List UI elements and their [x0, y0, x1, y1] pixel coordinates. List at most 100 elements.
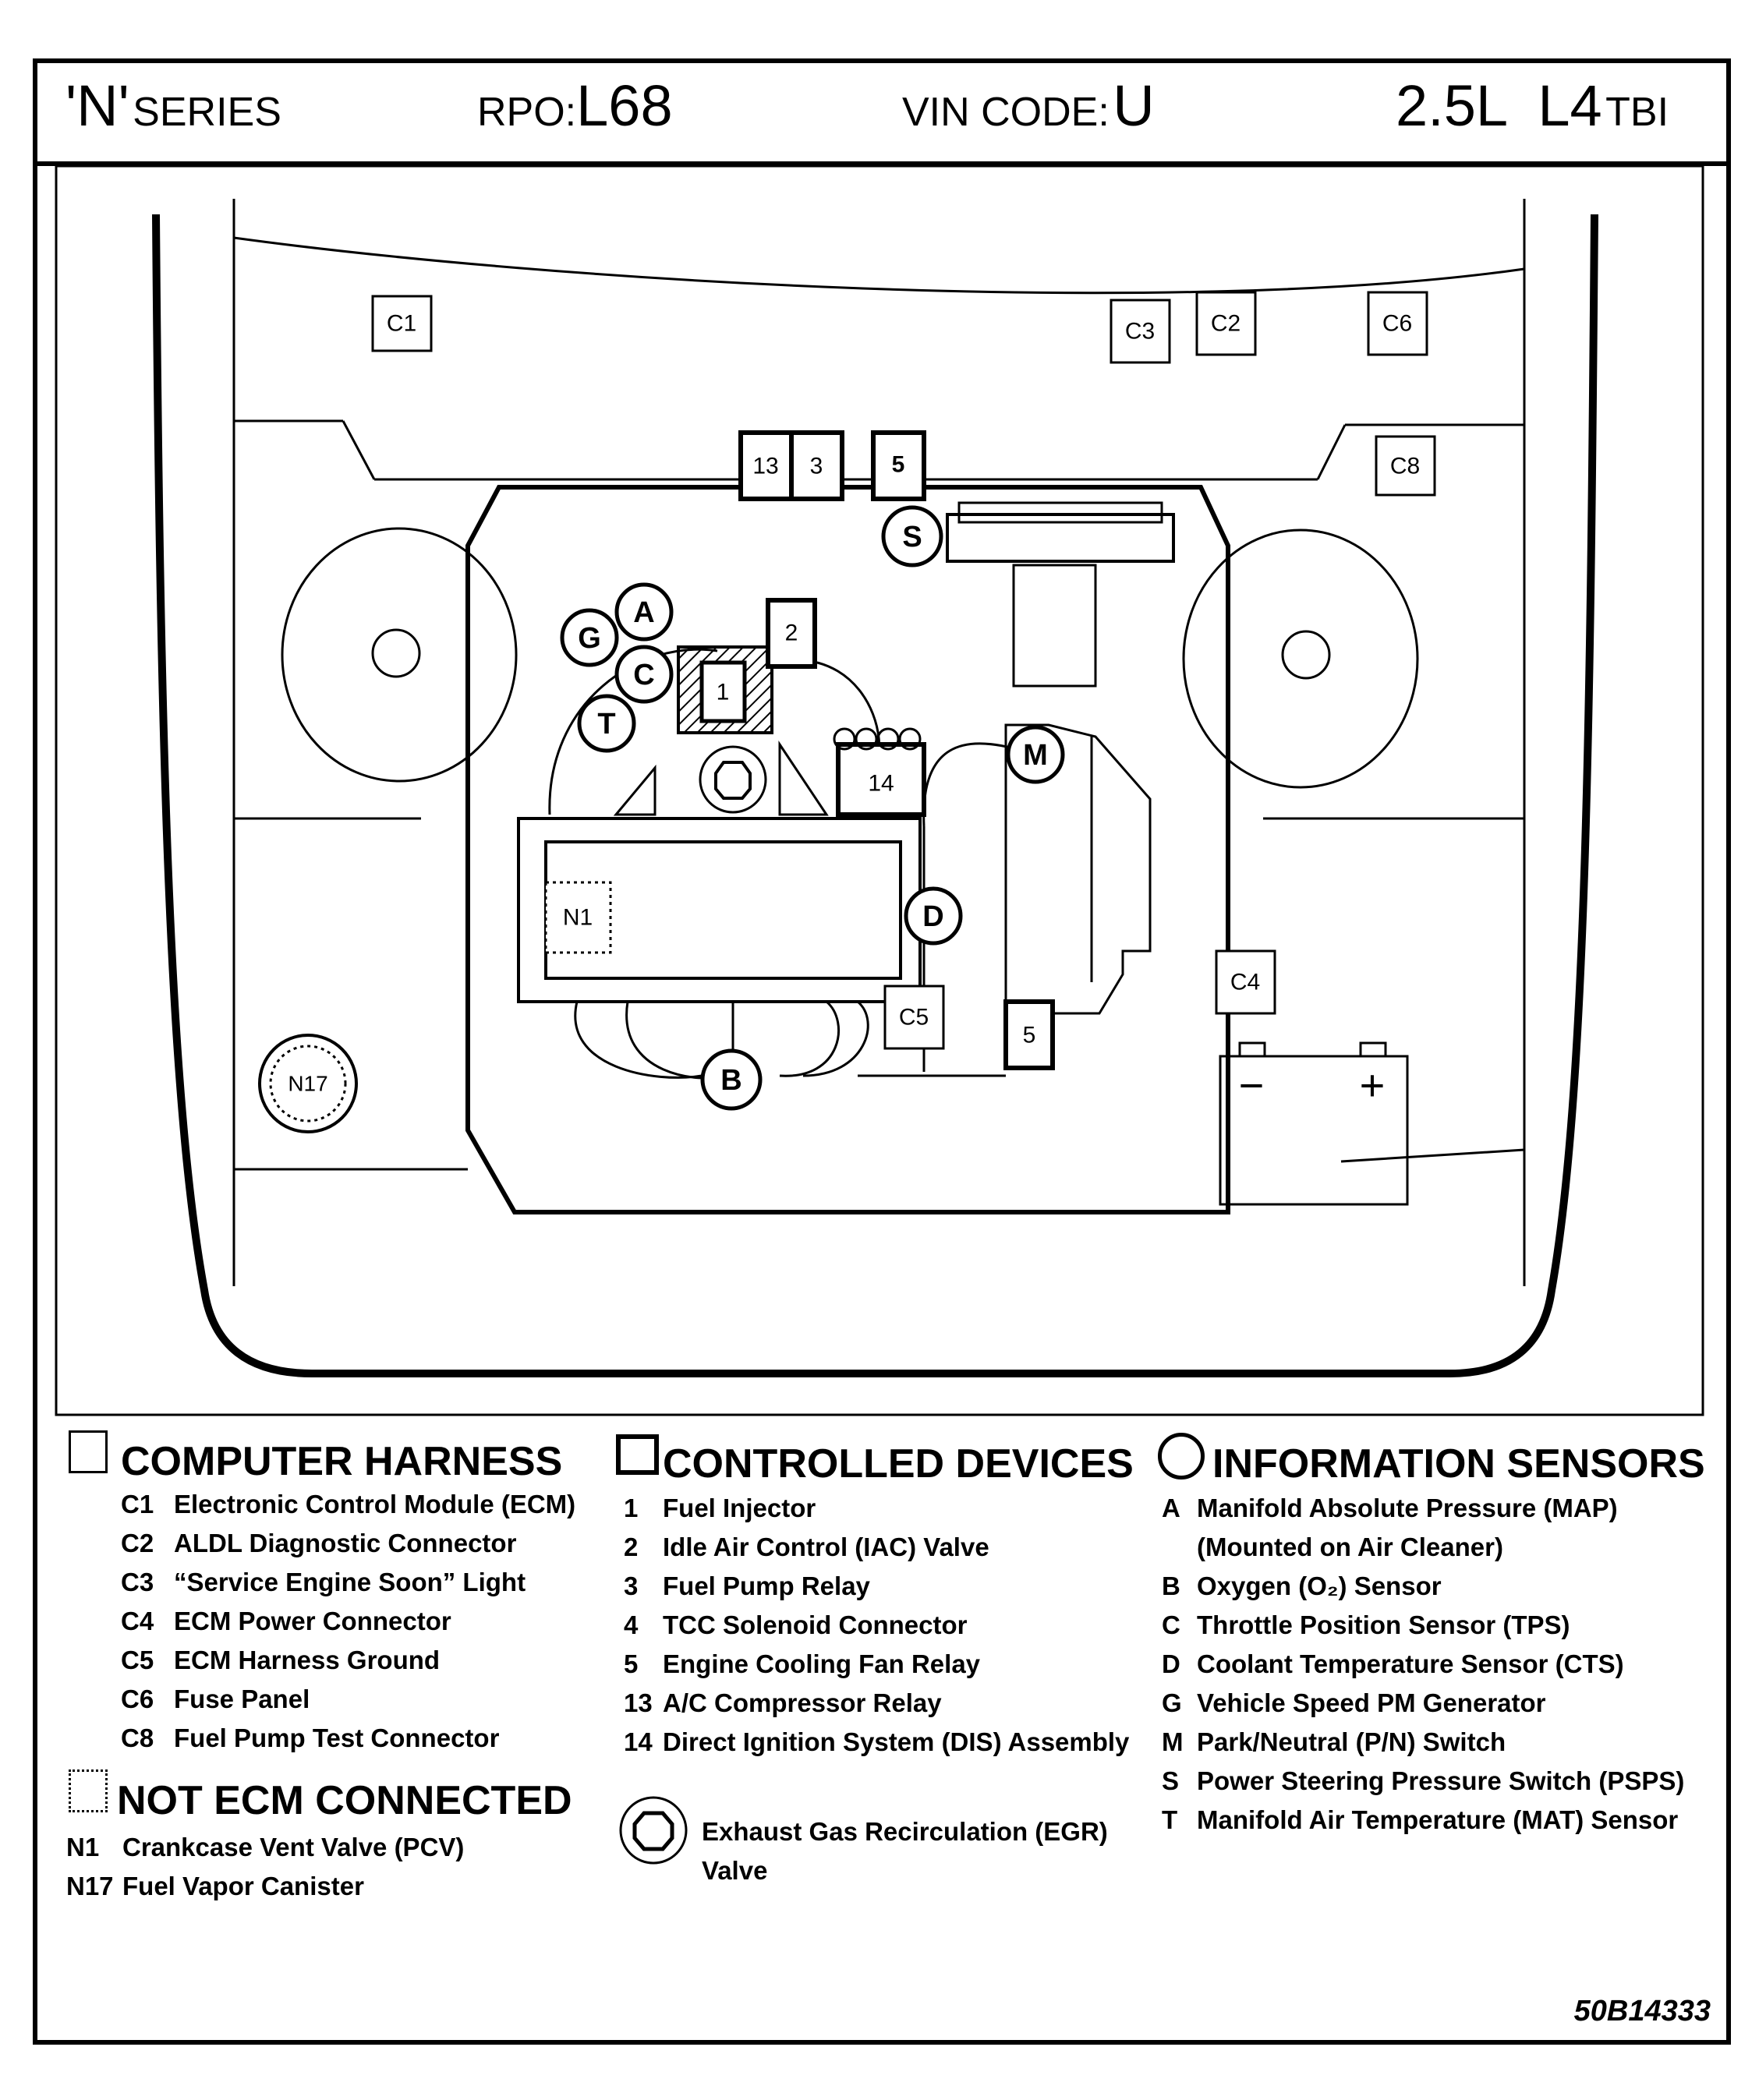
label-C6: C6	[1382, 311, 1412, 337]
rpo-code: RPO:L68	[477, 73, 673, 138]
label-C2: C2	[1211, 311, 1241, 337]
not-ecm-item-label: Fuel Vapor Canister	[122, 1872, 364, 1900]
information-sensors-item: T Manifold Air Temperature (MAT) Sensor	[1162, 1801, 1684, 1840]
information-sensors-item-label: Vehicle Speed PM Generator	[1197, 1688, 1546, 1717]
information-sensors-title: INFORMATION SENSORS	[1212, 1441, 1705, 1487]
label-C5: C5	[899, 1005, 929, 1031]
information-sensors-item-label: Park/Neutral (P/N) Switch	[1197, 1727, 1506, 1756]
page-frame	[33, 58, 1731, 2045]
marker-2	[766, 598, 817, 669]
reference-number: 50B14333	[1573, 1995, 1711, 2028]
engine-bay	[465, 485, 1230, 1214]
information-sensors-item-label: Throttle Position Sensor (TPS)	[1197, 1610, 1570, 1639]
label-A: A	[633, 596, 654, 629]
information-sensors-item-label: (Mounted on Air Cleaner)	[1197, 1533, 1503, 1561]
label-1: 1	[717, 680, 730, 705]
controlled-devices-item-label: Engine Cooling Fan Relay	[663, 1649, 981, 1678]
marker-M	[1006, 725, 1065, 784]
not-ecm-item-label: Crankcase Vent Valve (PCV)	[122, 1833, 465, 1861]
controlled-devices-item-code: 14	[624, 1727, 653, 1756]
information-sensors-item-label: Manifold Absolute Pressure (MAP)	[1197, 1494, 1618, 1522]
marker-C8	[1375, 435, 1436, 497]
wheel-left	[281, 527, 518, 783]
egr-symbol	[616, 1793, 691, 1868]
marker-3	[789, 430, 844, 501]
information-sensors-item-code: D	[1162, 1649, 1180, 1678]
computer-harness-item: C4 ECM Power Connector	[121, 1602, 575, 1641]
body-outline	[152, 214, 1598, 1377]
egr-line2: Valve	[702, 1856, 768, 1885]
marker-5a	[871, 430, 926, 501]
information-sensors-item-label: Power Steering Pressure Switch (PSPS)	[1197, 1766, 1685, 1795]
controlled-devices-item-label: Direct Ignition System (DIS) Assembly	[663, 1727, 1130, 1756]
battery	[1219, 1055, 1409, 1206]
information-sensors-item-code: B	[1162, 1571, 1180, 1600]
label-14: 14	[868, 771, 894, 797]
computer-harness-item: C1 Electronic Control Module (ECM)	[121, 1485, 575, 1524]
controlled-devices-item-code: 5	[624, 1649, 639, 1678]
battery-minus: −	[1239, 1061, 1265, 1110]
header-bar: 'N' SERIES RPO:L68 VIN CODE: U 2.5L L4 T…	[33, 58, 1731, 166]
computer-harness-item-code: C5	[121, 1646, 154, 1674]
label-D: D	[922, 900, 943, 933]
computer-harness-item-label: “Service Engine Soon” Light	[174, 1568, 526, 1596]
controlled-devices-item-code: 2	[624, 1533, 639, 1561]
controlled-devices-item-label: Idle Air Control (IAC) Valve	[663, 1533, 989, 1561]
information-sensors-item-code: G	[1162, 1688, 1182, 1717]
computer-harness-item-code: C1	[121, 1490, 154, 1518]
computer-harness-item-label: Fuse Panel	[174, 1685, 310, 1713]
marker-D	[904, 886, 963, 946]
computer-harness-item-code: C3	[121, 1568, 154, 1596]
computer-harness-item-label: ALDL Diagnostic Connector	[174, 1529, 517, 1557]
computer-harness-item: C2 ALDL Diagnostic Connector	[121, 1524, 575, 1563]
information-sensors-item-label: Manifold Air Temperature (MAT) Sensor	[1197, 1805, 1679, 1834]
label-G: G	[578, 622, 601, 655]
label-B: B	[720, 1064, 741, 1097]
information-sensors-item: G Vehicle Speed PM Generator	[1162, 1684, 1684, 1723]
controlled-devices-item: 14 Direct Ignition System (DIS) Assembly	[624, 1723, 1129, 1762]
computer-harness-symbol	[69, 1430, 108, 1473]
label-N1: N1	[563, 905, 593, 931]
computer-harness-item-label: Electronic Control Module (ECM)	[174, 1490, 576, 1518]
computer-harness-item-label: ECM Power Connector	[174, 1607, 451, 1635]
computer-harness-item-code: C4	[121, 1607, 154, 1635]
not-ecm-title: NOT ECM CONNECTED	[117, 1778, 572, 1823]
marker-A	[614, 582, 674, 642]
marker-N17-outer	[258, 1034, 358, 1133]
information-sensors-item: C Throttle Position Sensor (TPS)	[1162, 1606, 1684, 1645]
label-C8: C8	[1390, 454, 1420, 479]
label-5b: 5	[1023, 1023, 1036, 1048]
marker-C	[614, 645, 674, 704]
marker-C3	[1110, 299, 1171, 364]
information-sensors-item-code: T	[1162, 1805, 1178, 1834]
not-ecm-legend: NOT ECM CONNECTED	[117, 1777, 572, 1824]
marker-C4	[1215, 949, 1276, 1015]
controlled-devices-item: 5 Engine Cooling Fan Relay	[624, 1645, 1129, 1684]
label-3: 3	[810, 454, 823, 479]
marker-C6	[1367, 291, 1428, 356]
label-M: M	[1023, 739, 1048, 772]
marker-C2	[1195, 291, 1257, 356]
label-C4: C4	[1230, 970, 1260, 995]
controlled-devices-item-code: 1	[624, 1494, 639, 1522]
label-S: S	[902, 521, 922, 553]
label-2: 2	[785, 620, 798, 646]
controlled-devices-item: 2 Idle Air Control (IAC) Valve	[624, 1528, 1129, 1567]
controlled-devices-item-code: 4	[624, 1610, 639, 1639]
computer-harness-item-code: C2	[121, 1529, 154, 1557]
information-sensors-item-code: C	[1162, 1610, 1180, 1639]
computer-harness-item-code: C8	[121, 1723, 154, 1752]
not-ecm-symbol	[69, 1769, 108, 1812]
marker-N17	[269, 1045, 347, 1122]
marker-5b	[1003, 999, 1055, 1070]
